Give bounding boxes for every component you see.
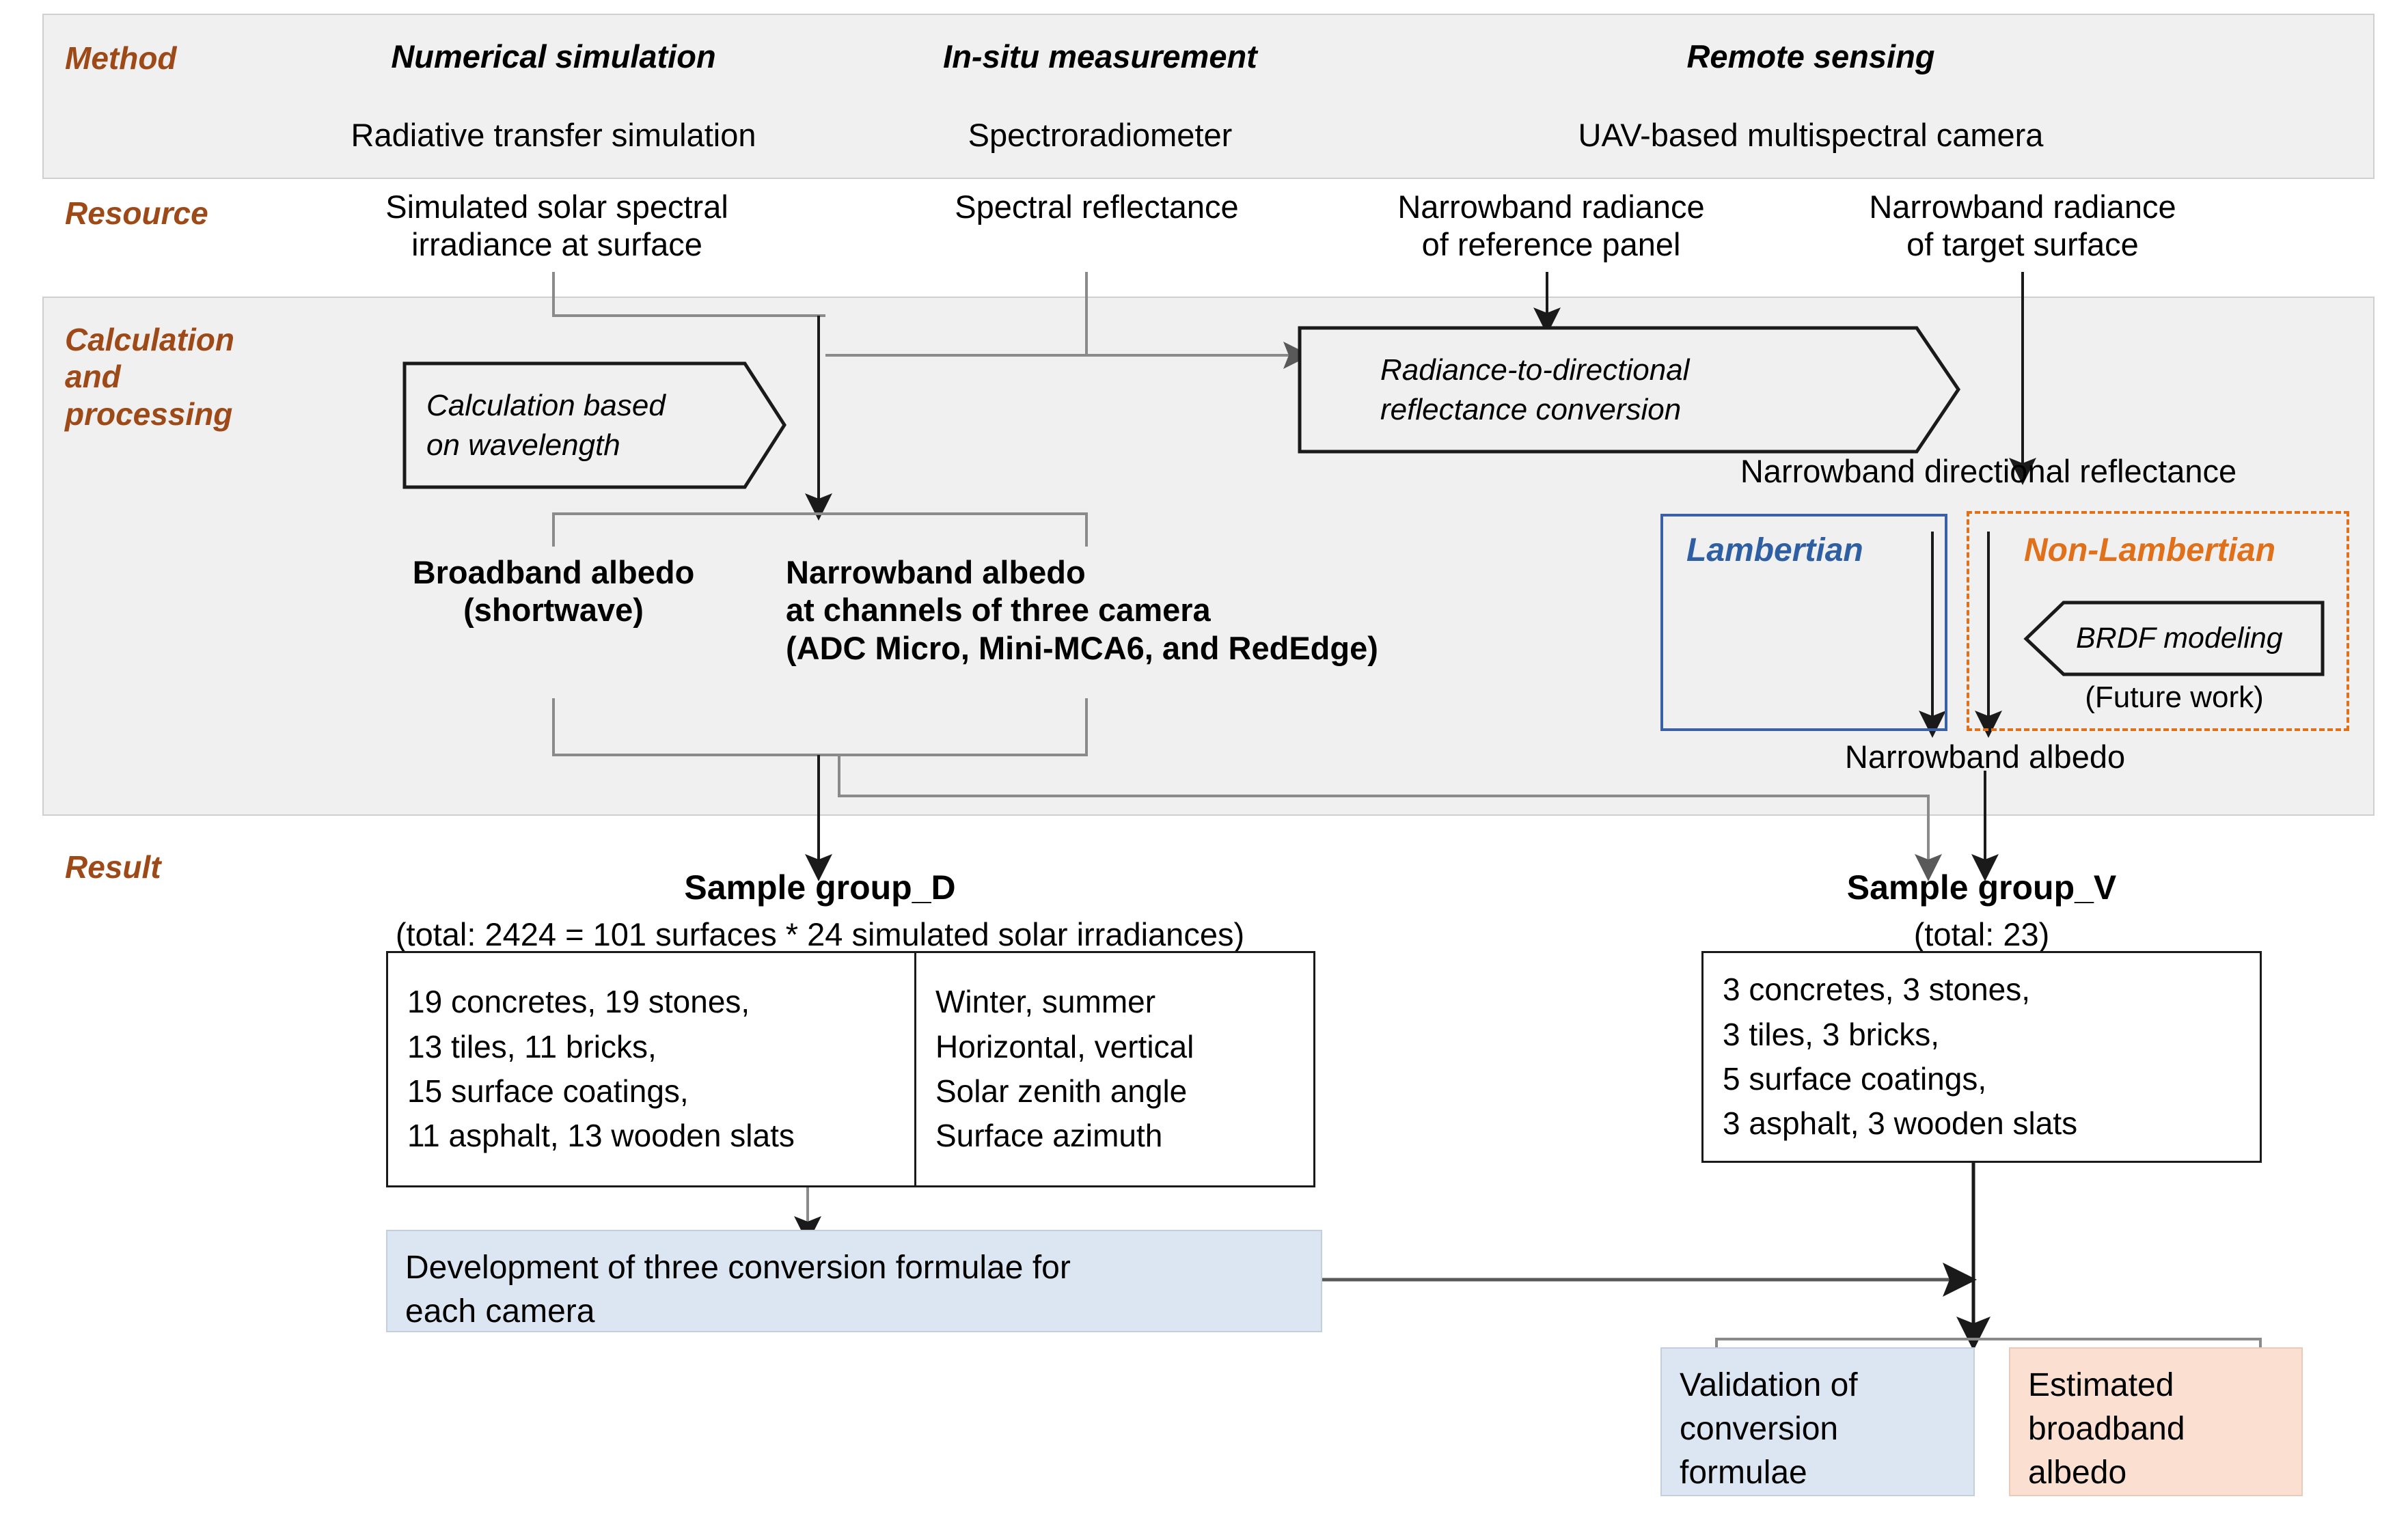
- future-work-note: (Future work): [2085, 680, 2264, 714]
- resource-simulated-irradiance: Simulated solar spectral irradiance at s…: [385, 189, 728, 263]
- process-wavelength-chevron: Calculation based on wavelength: [402, 361, 786, 489]
- sample-group-v-title: Sample group_V: [1846, 868, 2117, 907]
- narrowband-albedo-label: Narrowband albedo: [1844, 739, 2126, 775]
- sample-group-v-total: (total: 23): [1913, 916, 2050, 952]
- method-instrument-insitu: Spectroradiometer: [968, 117, 1233, 153]
- sample-group-d-title: Sample group_D: [684, 868, 956, 907]
- broadband-albedo-label: Broadband albedo (shortwave): [412, 554, 695, 629]
- non-lambertian-label: Non-Lambertian: [2024, 532, 2276, 568]
- method-title-numerical: Numerical simulation: [391, 38, 716, 74]
- method-instrument-remote: UAV-based multispectral camera: [1578, 117, 2044, 153]
- sample-group-d-total: (total: 2424 = 101 surfaces * 24 simulat…: [395, 916, 1245, 952]
- sample-group-d-materials: 19 concretes, 19 stones, 13 tiles, 11 br…: [407, 984, 795, 1154]
- resource-radiance-reference: Narrowband radiance of reference panel: [1397, 189, 1705, 263]
- process-conversion-label: Radiance-to-directional reflectance conv…: [1380, 353, 1690, 426]
- sample-group-v-materials: 3 concretes, 3 stones, 3 tiles, 3 bricks…: [1723, 972, 2078, 1142]
- row-label-method: Method: [65, 40, 177, 76]
- row-label-result: Result: [65, 849, 161, 885]
- validation-box[interactable]: Validation of conversion formulae: [1660, 1347, 1975, 1496]
- method-band: [42, 14, 2375, 179]
- row-label-calculation: Calculation and processing: [65, 322, 234, 432]
- narrowband-directional-reflectance: Narrowband directional reflectance: [1740, 453, 2237, 489]
- sample-group-d-conditions: Winter, summer Horizontal, vertical Sola…: [935, 984, 1194, 1154]
- method-instrument-numerical: Radiative transfer simulation: [351, 117, 756, 153]
- process-wavelength-label: Calculation based on wavelength: [426, 389, 666, 462]
- sample-group-v-table: 3 concretes, 3 stones, 3 tiles, 3 bricks…: [1701, 951, 2262, 1163]
- development-box[interactable]: Development of three conversion formulae…: [386, 1230, 1322, 1332]
- non-lambertian-frame: [1967, 511, 2349, 731]
- process-brdf-label: BRDF modeling: [2076, 622, 2283, 655]
- lambertian-label: Lambertian: [1686, 532, 1863, 568]
- sample-group-d-table: 19 concretes, 19 stones, 13 tiles, 11 br…: [386, 951, 1315, 1187]
- table-divider: [914, 953, 916, 1185]
- narrowband-albedo-channels-label: Narrowband albedo at channels of three c…: [786, 554, 1378, 666]
- method-title-insitu: In-situ measurement: [943, 38, 1257, 74]
- process-brdf-chevron: BRDF modeling: [2023, 601, 2325, 676]
- row-label-resource: Resource: [65, 195, 208, 231]
- method-title-remote: Remote sensing: [1686, 38, 1935, 74]
- resource-spectral-reflectance: Spectral reflectance: [955, 189, 1239, 225]
- process-conversion-chevron: Radiance-to-directional reflectance conv…: [1298, 326, 1961, 454]
- lambertian-frame: [1660, 514, 1947, 731]
- estimated-albedo-box[interactable]: Estimated broadband albedo: [2009, 1347, 2303, 1496]
- resource-radiance-target: Narrowband radiance of target surface: [1869, 189, 2176, 263]
